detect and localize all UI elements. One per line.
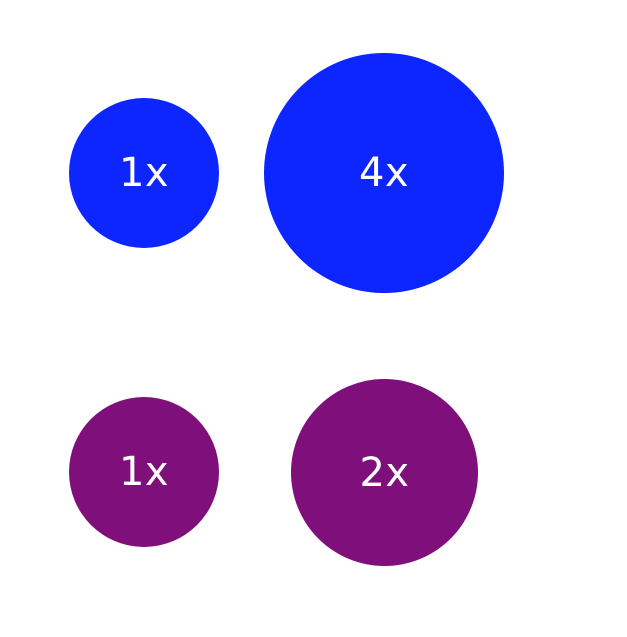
blue-circle-1x: 1x [69, 98, 219, 248]
circle-label: 1x [118, 449, 170, 495]
circle-label: 2x [359, 449, 410, 496]
circle-label: 1x [118, 150, 170, 196]
purple-circle-2x: 2x [291, 379, 478, 566]
purple-circle-1x: 1x [69, 397, 219, 547]
blue-circle-4x: 4x [264, 53, 504, 293]
circle-label: 4x [358, 150, 410, 196]
